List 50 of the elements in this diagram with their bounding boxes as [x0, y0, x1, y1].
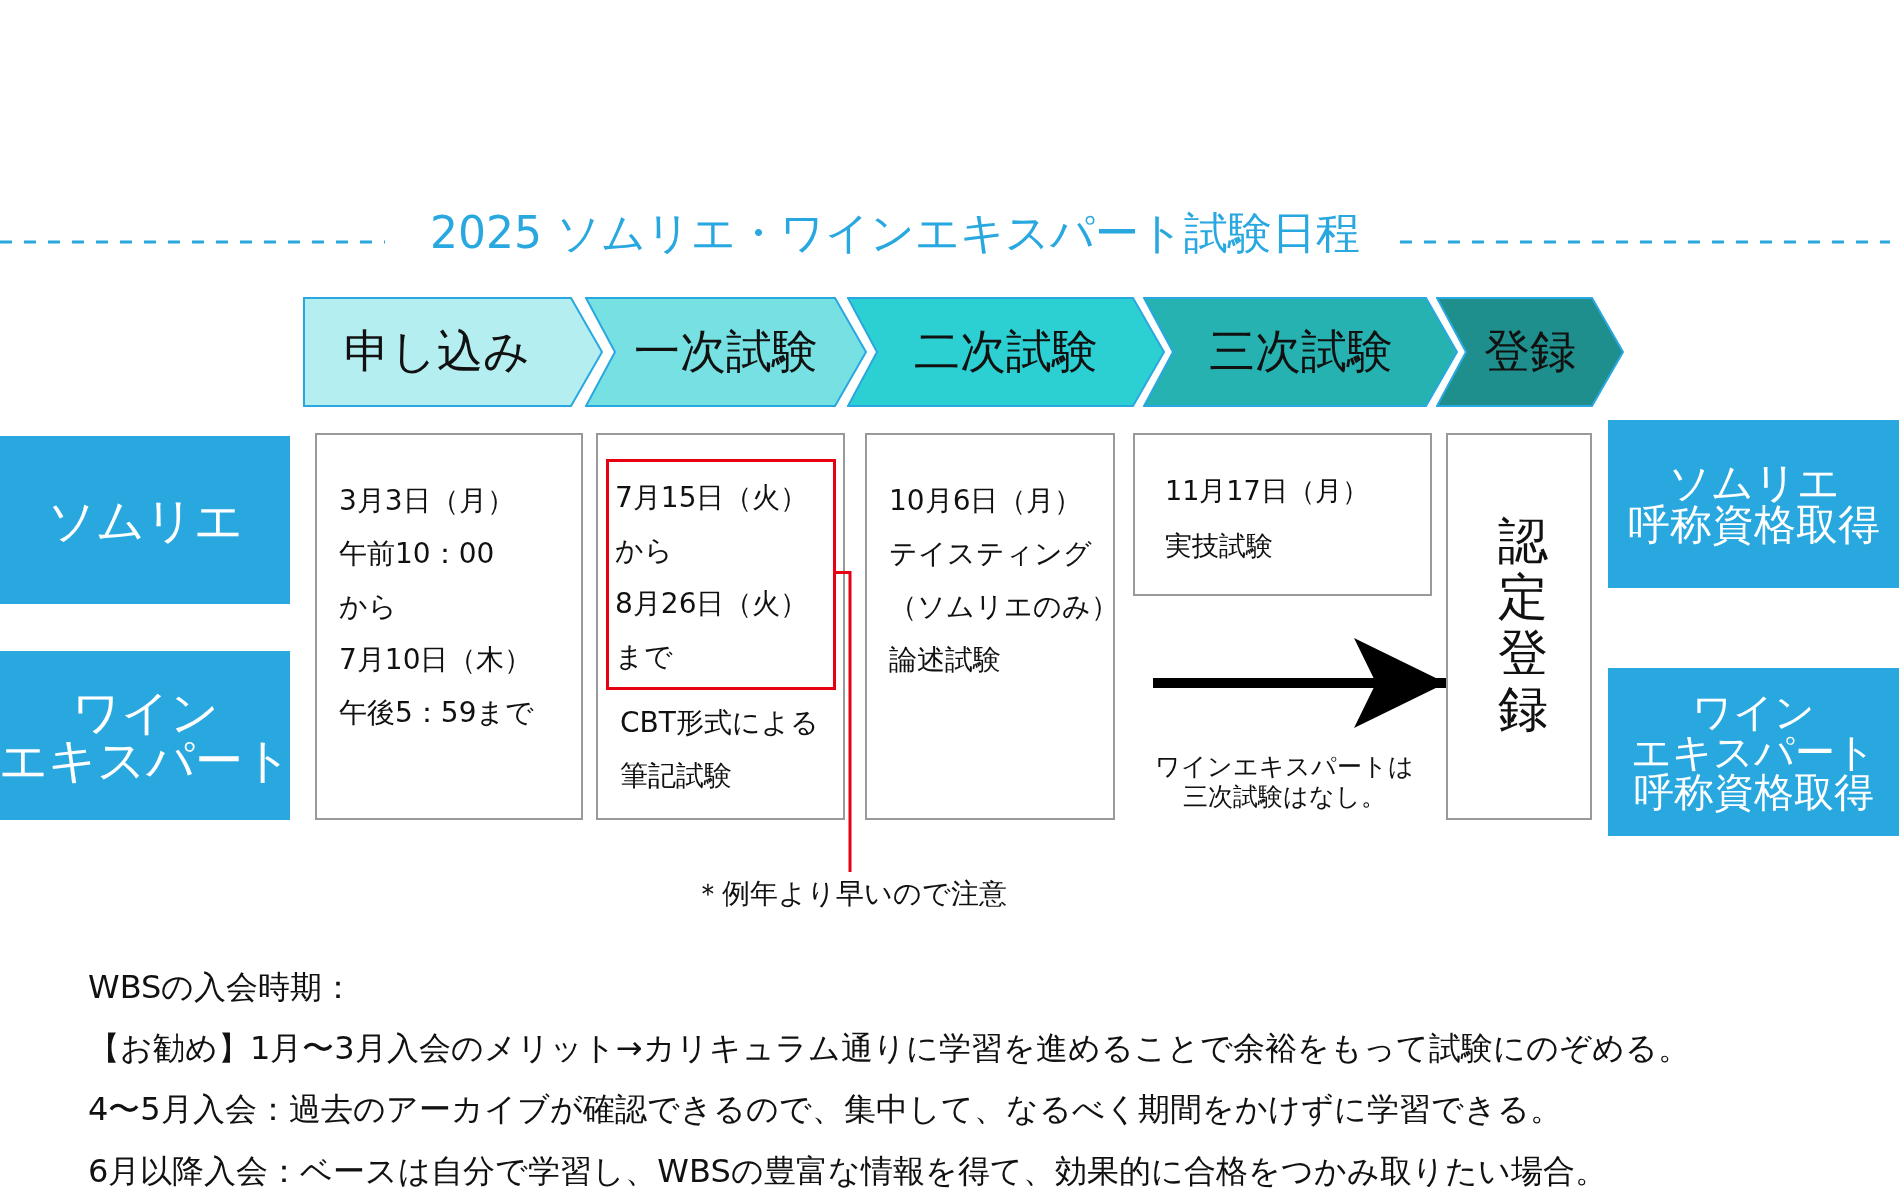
qualification-box	[1608, 420, 1899, 588]
schedule-text: から	[339, 589, 397, 625]
schedule-text: 11月17日（月）	[1165, 474, 1369, 508]
title: 2025 ソムリエ・ワインエキスパート試験日程	[429, 206, 1361, 260]
step-label: 申し込み	[343, 323, 531, 379]
schedule-box	[1133, 433, 1432, 596]
schedule-text: 筆記試験	[620, 758, 732, 794]
box-label: ソムリエ	[1667, 462, 1840, 504]
schedule-box	[865, 433, 1115, 820]
schedule-text: 3月3日（月）	[339, 483, 515, 519]
schedule-text: まで	[615, 639, 673, 675]
qualification-box	[0, 436, 290, 604]
box-label: 呼称資格取得	[1627, 504, 1880, 546]
schedule-box	[596, 433, 845, 820]
edge-label: ワインエキスパートは三次試験はなし。	[1153, 752, 1415, 812]
schedule-box	[315, 433, 583, 820]
schedule-text: 7月10日（木）	[339, 642, 533, 678]
schedule-text: 論述試験	[889, 642, 1001, 678]
schedule-text: 午後5：59まで	[339, 695, 535, 731]
schedule-text: 7月15日（火）	[615, 480, 809, 516]
leader-line	[834, 571, 852, 872]
box-label: エキスパート	[1631, 732, 1876, 772]
schedule-text: 午前10：00	[339, 536, 495, 572]
body-text: 4〜5月入会：過去のアーカイブが確認できるので、集中して、なるべく期間をかけずに学習できる。	[88, 1089, 1562, 1130]
step-label: 一次試験	[633, 323, 819, 379]
highlight-box	[606, 459, 836, 690]
schedule-text: （ソムリエのみ）	[889, 589, 1119, 625]
box-label: 呼称資格取得	[1633, 772, 1874, 812]
step-label: 登録	[1483, 323, 1577, 379]
arrow	[1153, 638, 1446, 728]
box-label: エキスパート	[0, 735, 292, 784]
body-text: 【お勧め】1月〜3月入会のメリット→カリキュラム通りに学習を進めることで余裕をもって試験にのぞめる。	[88, 1028, 1690, 1069]
schedule-text: 8月26日（火）	[615, 586, 809, 622]
box-label: ワイン	[1692, 692, 1815, 732]
box-label: ワイン	[71, 687, 219, 736]
step-label: 二次試験	[913, 323, 1099, 379]
schedule-text: から	[615, 533, 673, 569]
body-text: 6月以降入会：ベースは自分で学習し、WBSの豊富な情報を得て、効果的に合格をつかみ取りたい場合。	[88, 1151, 1607, 1192]
qualification-box	[1608, 668, 1899, 836]
schedule-text: 実技試験	[1165, 529, 1273, 563]
body-text: WBSの入会時期：	[88, 967, 355, 1008]
box-label: 認定登録	[1497, 513, 1549, 737]
step-label: 三次試験	[1207, 323, 1394, 379]
schedule-text: CBT形式による	[620, 705, 819, 741]
registration-box	[1446, 433, 1592, 820]
note-text: ＊例年より早いので注意	[680, 872, 1020, 916]
qualification-box	[0, 651, 290, 820]
schedule-text: テイスティング	[889, 536, 1092, 572]
schedule-text: 10月6日（月）	[889, 483, 1083, 519]
box-label: ソムリエ	[47, 496, 243, 544]
